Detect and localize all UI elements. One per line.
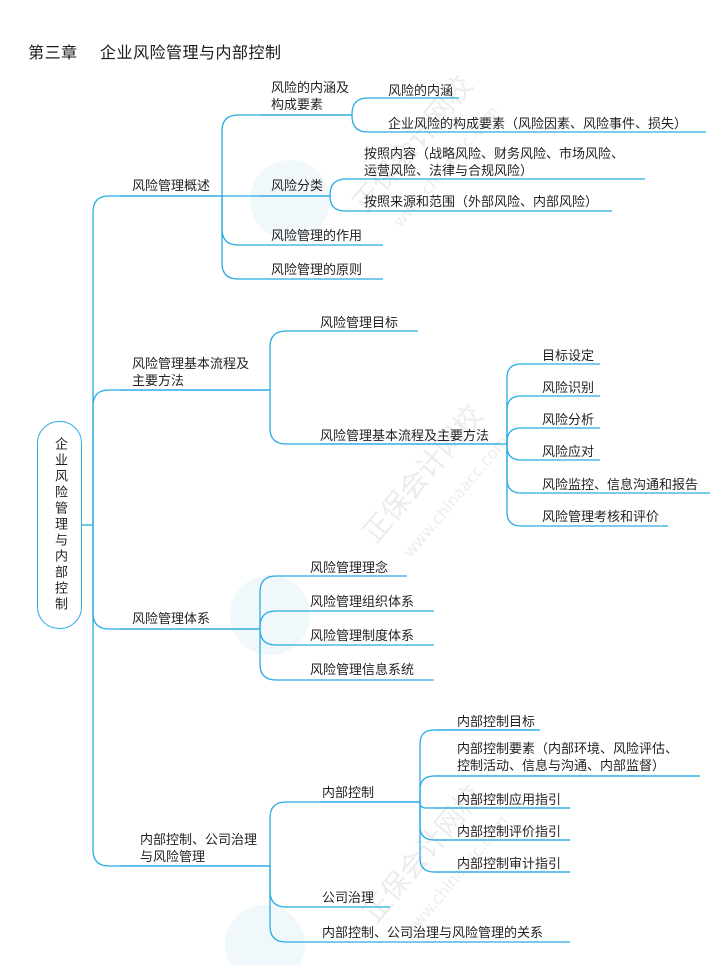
b0c1-link-0 bbox=[329, 178, 645, 196]
leaf-corporate-governance: 公司治理 bbox=[322, 891, 375, 906]
watermark-circle-1 bbox=[230, 575, 310, 655]
leaf-ic-audit-guide: 内部控制审计指引 bbox=[457, 857, 562, 872]
b3c0-link-0 bbox=[419, 729, 540, 802]
leaf-risk-organization: 风险管理组织体系 bbox=[310, 595, 415, 610]
b1c1-link-5 bbox=[506, 444, 668, 527]
leaf-goal-setting: 目标设定 bbox=[542, 349, 595, 364]
chapter-number: 第三章 bbox=[28, 43, 78, 62]
leaf-risk-policy: 风险管理制度体系 bbox=[310, 629, 415, 644]
node-process-methods: 风险管理基本流程及主要方法 bbox=[320, 429, 490, 444]
leaf-risk-info-system: 风险管理信息系统 bbox=[310, 663, 415, 678]
leaf-by-content: 按照内容（战略风险、财务风险、市场风险、 运营风险、法律与合规风险） bbox=[364, 147, 625, 179]
b1c1-link-0 bbox=[506, 363, 600, 444]
branch-risk-system: 风险管理体系 bbox=[132, 612, 211, 627]
node-risk-classification: 风险分类 bbox=[271, 179, 324, 194]
b0c0-link-1 bbox=[351, 115, 706, 133]
chapter-name: 企业风险管理与内部控制 bbox=[100, 43, 282, 62]
page-title: 第三章 企业风险管理与内部控制 bbox=[17, 20, 282, 63]
watermark-circle-0 bbox=[250, 160, 330, 240]
b1-link-0 bbox=[269, 330, 418, 390]
b2-link-1 bbox=[259, 610, 434, 629]
b0-link-3 bbox=[221, 196, 383, 280]
b1-link-1 bbox=[269, 390, 499, 445]
leaf-risk-analysis: 风险分析 bbox=[542, 413, 595, 428]
leaf-risk-evaluation: 风险管理考核和评价 bbox=[542, 510, 660, 525]
b1c1-link-2 bbox=[506, 427, 600, 444]
b0-link-0 bbox=[221, 114, 352, 196]
branch-internal-control: 内部控制、公司治理 与风险管理 bbox=[140, 833, 258, 865]
leaf-risk-elements: 企业风险的构成要素（风险因素、风险事件、损失） bbox=[388, 117, 688, 132]
b3c0-link-1 bbox=[419, 775, 700, 802]
b3-link-2 bbox=[269, 866, 570, 943]
leaf-by-source: 按照来源和范围（外部风险、内部风险） bbox=[364, 195, 599, 210]
leaf-risk-connotation: 风险的内涵 bbox=[388, 84, 454, 99]
root-link-3 bbox=[92, 525, 270, 867]
node-risk-connotation: 风险的内涵及 构成要素 bbox=[271, 81, 350, 113]
node-risk-mgmt-role: 风险管理的作用 bbox=[271, 229, 363, 244]
branch-risk-process: 风险管理基本流程及 主要方法 bbox=[132, 357, 250, 389]
root-link-0 bbox=[92, 195, 222, 525]
b0c0-link-0 bbox=[351, 97, 459, 115]
leaf-relationship: 内部控制、公司治理与风险管理的关系 bbox=[322, 926, 544, 941]
b3c0-link-4 bbox=[419, 802, 570, 873]
node-risk-mgmt-goal: 风险管理目标 bbox=[320, 316, 399, 331]
node-risk-mgmt-principles: 风险管理的原则 bbox=[271, 263, 363, 278]
root-link-1 bbox=[92, 389, 270, 525]
b3-link-0 bbox=[269, 801, 420, 866]
b0c1-link-1 bbox=[329, 195, 612, 212]
watermark-circle-2 bbox=[225, 905, 305, 965]
node-internal-control: 内部控制 bbox=[322, 786, 375, 801]
leaf-risk-monitoring: 风险监控、信息沟通和报告 bbox=[542, 478, 699, 493]
branch-risk-overview: 风险管理概述 bbox=[132, 179, 211, 194]
root-node-label: 企业风险管理与内部控制 bbox=[52, 437, 67, 613]
leaf-risk-identification: 风险识别 bbox=[542, 381, 595, 396]
b1c1-link-1 bbox=[506, 395, 600, 444]
leaf-ic-application-guide: 内部控制应用指引 bbox=[457, 793, 562, 808]
leaf-risk-philosophy: 风险管理理念 bbox=[310, 561, 389, 576]
leaf-risk-response: 风险应对 bbox=[542, 445, 595, 460]
root-node: 企业风险管理与内部控制 bbox=[37, 421, 82, 629]
leaf-ic-goal: 内部控制目标 bbox=[457, 715, 536, 730]
b2-link-3 bbox=[259, 629, 434, 681]
b2-link-0 bbox=[259, 575, 407, 629]
leaf-ic-evaluation-guide: 内部控制评价指引 bbox=[457, 825, 562, 840]
leaf-ic-elements: 内部控制要素（内部环境、风险评估、 控制活动、信息与沟通、内部监督） bbox=[457, 742, 679, 774]
